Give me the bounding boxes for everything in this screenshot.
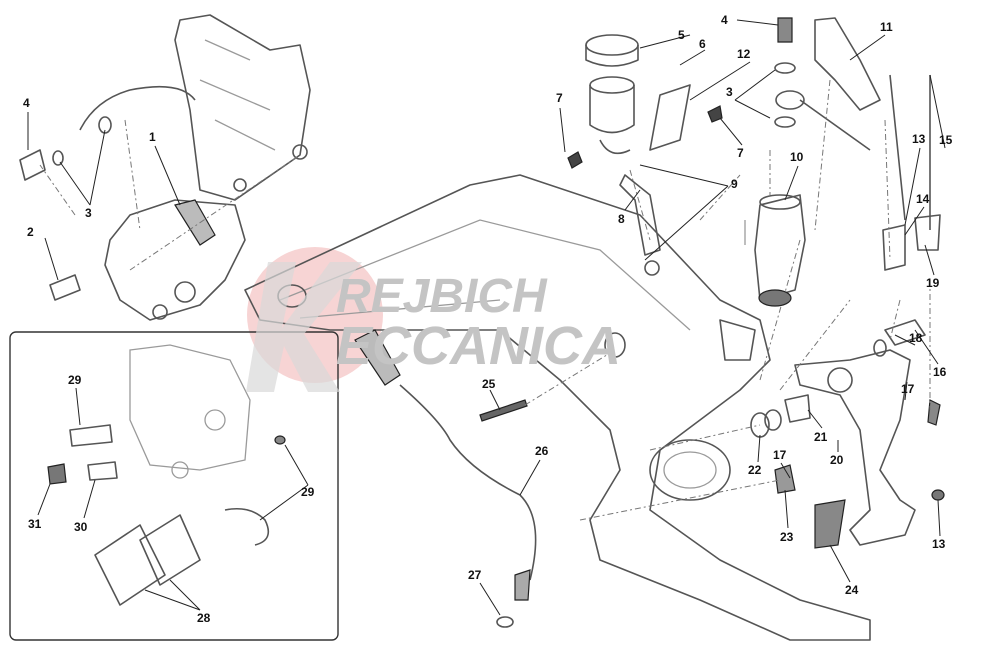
callout-3: 3: [726, 85, 733, 99]
callout-19: 19: [926, 276, 940, 290]
callout-13: 13: [932, 537, 946, 551]
callout-26: 26: [535, 444, 549, 458]
callout-1: 1: [149, 130, 156, 144]
callout-22: 22: [748, 463, 762, 477]
callout-18: 18: [909, 331, 923, 345]
watermark-line-1: REJBICH: [336, 270, 548, 323]
callout-25: 25: [482, 377, 496, 391]
callout-4: 4: [23, 96, 30, 110]
callout-10: 10: [790, 150, 804, 164]
swingarm-frame: [244, 174, 871, 641]
watermark-line-2: ECCANICA: [336, 316, 621, 376]
brake-reservoir: [567, 34, 723, 276]
callout-13: 13: [912, 132, 926, 146]
callout-3: 3: [85, 206, 92, 220]
callout-7: 7: [737, 146, 744, 160]
callout-5: 5: [678, 28, 685, 42]
brake-caliper: [49, 199, 246, 321]
callout-16: 16: [933, 365, 947, 379]
callout-2: 2: [27, 225, 34, 239]
callout-24: 24: [845, 583, 859, 597]
caliper-bracket: [174, 14, 311, 201]
banjo-fitting: [774, 17, 871, 151]
speed-sensor-cable: [354, 329, 537, 628]
leader-lines: [27, 19, 946, 616]
callout-23: 23: [780, 530, 794, 544]
callout-6: 6: [699, 37, 706, 51]
watermark-logo: REJBICH ECCANICA: [246, 262, 621, 392]
callout-17: 17: [773, 448, 787, 462]
callout-14: 14: [916, 192, 930, 206]
callout-29: 29: [301, 485, 315, 499]
callout-29: 29: [68, 373, 82, 387]
pedal-bracket: [814, 17, 941, 271]
master-cylinder: [744, 194, 806, 307]
pedal-pivot-parts: [750, 394, 846, 549]
callout-7: 7: [556, 91, 563, 105]
brake-hose: [19, 85, 196, 181]
bolt-25: [479, 399, 528, 422]
callout-31: 31: [28, 517, 42, 531]
callout-8: 8: [618, 212, 625, 226]
callout-15: 15: [939, 133, 953, 147]
assembly-guides: [39, 79, 931, 521]
inset-detail-box: [9, 331, 339, 641]
callout-27: 27: [468, 568, 482, 582]
callout-9: 9: [731, 177, 738, 191]
callout-28: 28: [197, 611, 211, 625]
callout-17: 17: [901, 382, 915, 396]
callout-30: 30: [74, 520, 88, 534]
callout-20: 20: [830, 453, 844, 467]
callout-labels: 4 3 1 2 5 6 4 12 11 7 3 7 10 13 15 9 8 1…: [23, 13, 953, 625]
callout-4: 4: [721, 13, 728, 27]
brake-pedal: [794, 319, 945, 546]
callout-11: 11: [880, 20, 893, 34]
watermark-k-mark: [246, 262, 362, 392]
callout-12: 12: [737, 47, 751, 61]
callout-21: 21: [814, 430, 828, 444]
